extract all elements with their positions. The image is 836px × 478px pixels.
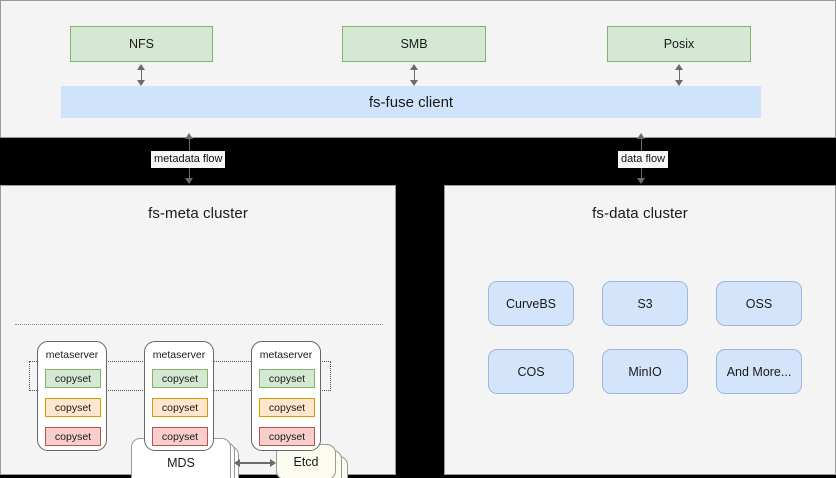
store-label: OSS	[745, 296, 773, 311]
store-label: S3	[637, 296, 653, 311]
copyset-orange[interactable]: copyset	[152, 398, 208, 417]
metadata-flow-label: metadata flow	[151, 151, 226, 168]
copyset-orange[interactable]: copyset	[45, 398, 101, 417]
store-box-s3[interactable]: S3	[602, 281, 688, 326]
store-label: And More...	[726, 364, 792, 379]
copyset-red[interactable]: copyset	[152, 427, 208, 446]
store-box-oss[interactable]: OSS	[716, 281, 802, 326]
mds-label: MDS	[167, 456, 195, 470]
copyset-red[interactable]: copyset	[259, 427, 315, 446]
protocol-label: SMB	[400, 37, 428, 51]
metaserver-node-1[interactable]: metaserver copyset copyset copyset	[37, 341, 107, 451]
metaserver-node-2[interactable]: metaserver copyset copyset copyset	[144, 341, 214, 451]
data-flow-label: data flow	[618, 151, 669, 168]
protocol-box-nfs[interactable]: NFS	[70, 26, 213, 62]
fs-data-cluster-title: fs-data cluster	[592, 205, 688, 222]
fs-meta-cluster-title: fs-meta cluster	[148, 205, 248, 222]
store-label: COS	[517, 364, 545, 379]
fs-fuse-client-label: fs-fuse client	[368, 93, 454, 111]
etcd-node-stack[interactable]: Etcd	[276, 444, 348, 478]
protocol-label: NFS	[129, 37, 154, 51]
copyset-orange[interactable]: copyset	[259, 398, 315, 417]
etcd-label: Etcd	[293, 455, 319, 469]
store-box-curvebs[interactable]: CurveBS	[488, 281, 574, 326]
copyset-green[interactable]: copyset	[259, 369, 315, 388]
fs-meta-cluster-panel: fs-meta cluster MDS Etcd	[0, 185, 396, 478]
metaserver-label: metaserver	[45, 349, 99, 361]
copyset-green[interactable]: copyset	[45, 369, 101, 388]
store-box-and-more[interactable]: And More...	[716, 349, 802, 394]
store-label: CurveBS	[505, 296, 557, 311]
meta-cluster-divider	[15, 324, 383, 325]
metaserver-label: metaserver	[259, 349, 313, 361]
store-label: MinIO	[628, 364, 662, 379]
metaserver-node-3[interactable]: metaserver copyset copyset copyset	[251, 341, 321, 451]
store-box-minio[interactable]: MinIO	[602, 349, 688, 394]
fs-fuse-client-bar[interactable]: fs-fuse client	[61, 86, 761, 118]
copyset-red[interactable]: copyset	[45, 427, 101, 446]
protocol-box-posix[interactable]: Posix	[607, 26, 751, 62]
client-layer-panel: NFS SMB Posix fs-fuse client	[0, 0, 836, 138]
copyset-green[interactable]: copyset	[152, 369, 208, 388]
protocol-label: Posix	[663, 37, 695, 51]
fs-data-cluster-panel: fs-data cluster CurveBS S3 OSS COS MinIO…	[444, 185, 836, 475]
metaserver-label: metaserver	[152, 349, 206, 361]
protocol-box-smb[interactable]: SMB	[342, 26, 486, 62]
store-box-cos[interactable]: COS	[488, 349, 574, 394]
